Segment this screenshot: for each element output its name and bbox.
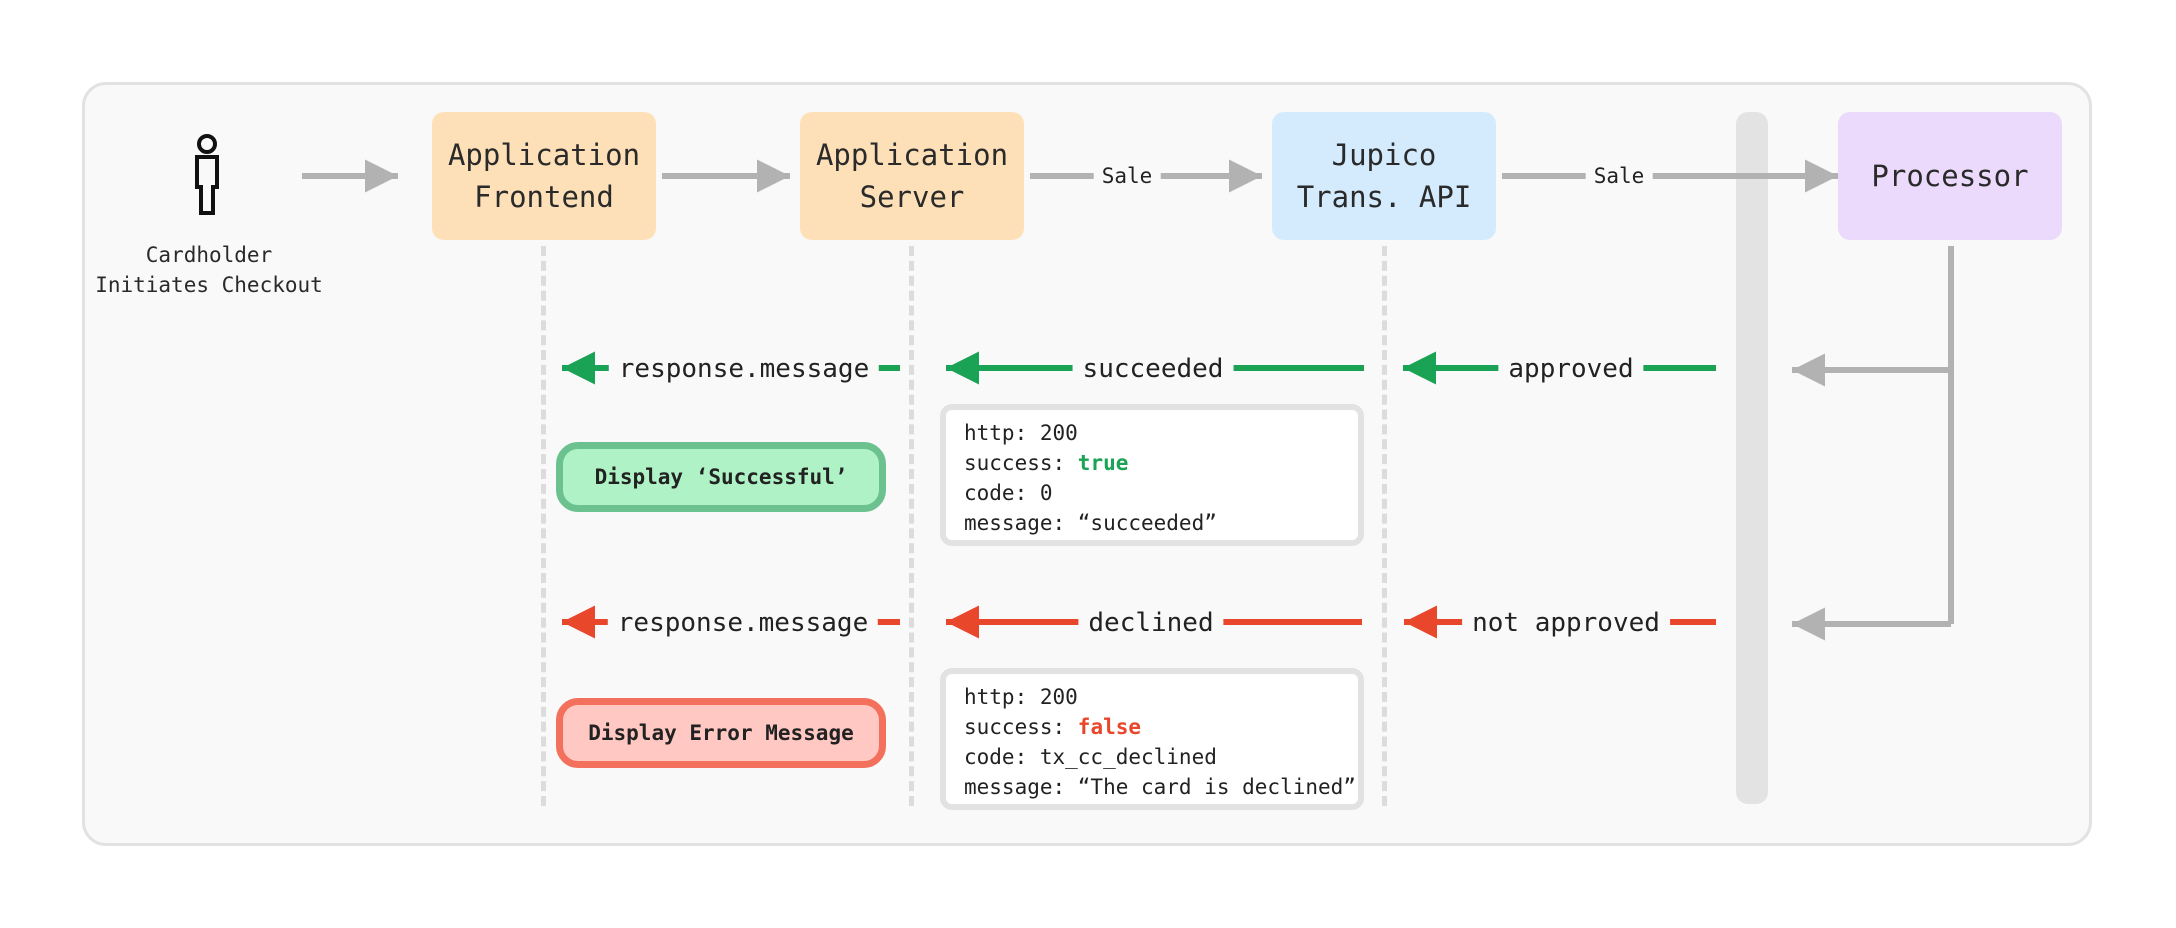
response-success-row: success: true bbox=[964, 448, 1340, 478]
participant-label: Processor bbox=[1871, 159, 2029, 193]
server-lifeline bbox=[909, 246, 914, 806]
api-lifeline bbox=[1382, 246, 1387, 806]
response-success-row: success: false bbox=[964, 712, 1340, 742]
sale-label-api-to-processor: Sale bbox=[1585, 162, 1653, 190]
participant-label: Application bbox=[815, 138, 1009, 172]
participant-application-frontend: Application Frontend bbox=[432, 112, 656, 240]
person-icon bbox=[195, 134, 219, 215]
response-code: code: 0 bbox=[964, 481, 1053, 505]
participant-label: Trans. API bbox=[1296, 180, 1472, 214]
cardholder-label-line1: Cardholder bbox=[145, 243, 273, 267]
success-response-box: http: 200 success: true code: 0 message:… bbox=[940, 404, 1364, 546]
response-message: message: “The card is declined” bbox=[964, 775, 1356, 799]
response-success-key: success: bbox=[964, 451, 1078, 475]
participant-application-server: Application Server bbox=[800, 112, 1024, 240]
success-server-message-label: succeeded bbox=[1072, 352, 1234, 386]
response-message: message: “succeeded” bbox=[964, 511, 1217, 535]
participant-processor: Processor bbox=[1838, 112, 2062, 240]
gateway-bar bbox=[1736, 112, 1768, 804]
response-http: http: 200 bbox=[964, 421, 1078, 445]
response-success-key: success: bbox=[964, 715, 1078, 739]
response-code: code: tx_cc_declined bbox=[964, 745, 1217, 769]
response-success-value: false bbox=[1077, 715, 1142, 739]
response-success-value: true bbox=[1077, 451, 1129, 475]
display-error-box: Display Error Message bbox=[556, 698, 886, 768]
failure-frontend-message-label: response.message bbox=[607, 606, 879, 640]
success-api-message-label: approved bbox=[1498, 352, 1644, 386]
display-successful-label: Display ‘Successful’ bbox=[594, 465, 848, 489]
success-frontend-message-label: response.message bbox=[608, 352, 880, 386]
cardholder-label-line2: Initiates Checkout bbox=[95, 273, 323, 297]
response-http: http: 200 bbox=[964, 685, 1078, 709]
participant-jupico-trans-api: Jupico Trans. API bbox=[1272, 112, 1496, 240]
failure-server-message-label: declined bbox=[1078, 606, 1224, 640]
display-successful-box: Display ‘Successful’ bbox=[556, 442, 886, 512]
participant-label: Server bbox=[859, 180, 965, 214]
participant-label: Frontend bbox=[474, 180, 614, 214]
participant-label: Application bbox=[447, 138, 641, 172]
failure-response-box: http: 200 success: false code: tx_cc_dec… bbox=[940, 668, 1364, 810]
participant-label: Jupico bbox=[1331, 138, 1437, 172]
failure-api-message-label: not approved bbox=[1462, 606, 1670, 640]
frontend-lifeline bbox=[541, 246, 546, 806]
display-error-label: Display Error Message bbox=[588, 721, 854, 745]
sale-label-server-to-api: Sale bbox=[1093, 162, 1161, 190]
cardholder-label: Cardholder Initiates Checkout bbox=[92, 240, 326, 300]
